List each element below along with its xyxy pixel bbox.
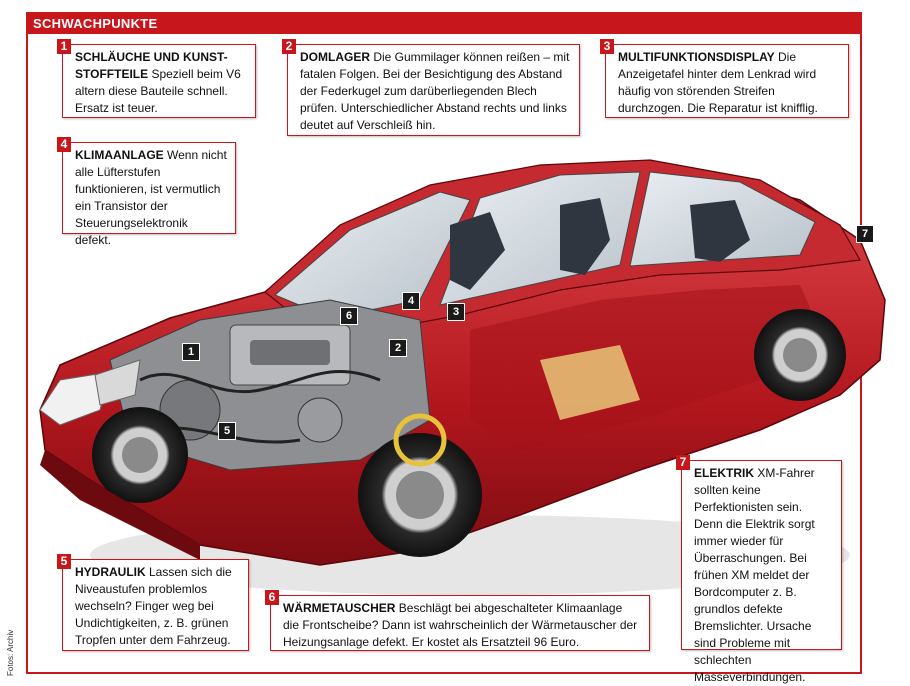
callout-number: 2 (282, 39, 296, 54)
header-bar: SCHWACHPUNKTE (28, 14, 860, 34)
callout-number: 4 (57, 137, 71, 152)
callout-number: 6 (265, 590, 279, 605)
callout-text: Die Gummilager können reißen – mit fatal… (300, 50, 570, 132)
callout-text: Wenn nicht alle Lüfterstufen funktionier… (75, 148, 227, 247)
callout-heading: ELEKTRIK (694, 466, 754, 480)
callout-number: 1 (57, 39, 71, 54)
callout-domlager: 2 DOMLAGER Die Gummilager können reißen … (282, 39, 580, 136)
callout-number: 7 (676, 455, 690, 470)
callout-hydraulik: 5 HYDRAULIK Lassen sich die Niveaustufen… (57, 554, 249, 651)
callout-waermetauscher: 6 WÄRMETAUSCHER Beschlägt bei abgeschalt… (265, 590, 650, 651)
callout-schlaeuche: 1 SCHLÄUCHE UND KUNST-STOFFTEILE Speziel… (57, 39, 256, 118)
callout-multifunktionsdisplay: 3 MULTIFUNKTIONSDISPLAY Die Anzeigetafel… (600, 39, 849, 118)
callout-text: Speziell beim V6 altern diese Bauteile s… (75, 67, 241, 115)
callout-text: Die Anzeigetafel hinter dem Lenkrad wird… (618, 50, 818, 115)
callout-heading: KLIMAANLAGE (75, 148, 164, 162)
callout-number: 5 (57, 554, 71, 569)
header-title: SCHWACHPUNKTE (33, 16, 158, 31)
marker-5: 5 (218, 422, 236, 440)
callout-text: Lassen sich die Niveaustufen problemlos … (75, 565, 232, 647)
callout-heading: HYDRAULIK (75, 565, 146, 579)
marker-1: 1 (182, 343, 200, 361)
photo-credit: Fotos: Archiv (6, 629, 15, 676)
callout-heading: MULTIFUNKTIONSDISPLAY (618, 50, 775, 64)
callout-elektrik: 7 ELEKTRIK XM-Fahrer sollten keine Perfe… (676, 455, 842, 684)
callout-text: Beschlägt bei abgeschalteter Klimaanlage… (283, 601, 638, 649)
marker-2: 2 (389, 339, 407, 357)
callout-text: XM-Fahrer sollten keine Perfektionisten … (694, 466, 815, 684)
marker-7: 7 (856, 225, 874, 243)
callout-klimaanlage: 4 KLIMAANLAGE Wenn nicht alle Lüfterstuf… (57, 137, 236, 247)
marker-4: 4 (402, 292, 420, 310)
callout-heading: WÄRMETAUSCHER (283, 601, 396, 615)
marker-6: 6 (340, 307, 358, 325)
callout-heading: DOMLAGER (300, 50, 370, 64)
callout-number: 3 (600, 39, 614, 54)
callout-heading: SCHLÄUCHE UND KUNST-STOFFTEILE (75, 50, 228, 81)
marker-3: 3 (447, 303, 465, 321)
